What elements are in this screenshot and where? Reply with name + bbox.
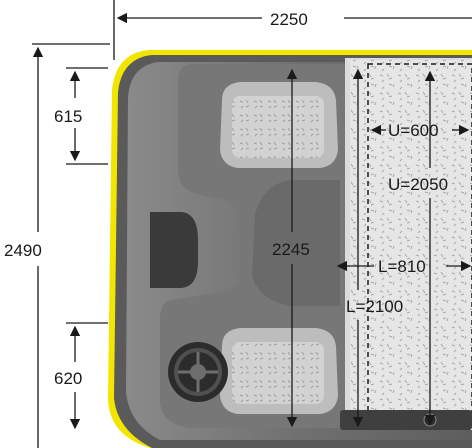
vehicle-body: [108, 50, 472, 448]
side-compartment: [150, 212, 198, 288]
front-seat: [220, 82, 338, 168]
cargo-length-lower-label: L=2100: [346, 297, 403, 316]
cargo-length-label: U=2050: [388, 175, 448, 194]
front-overhang-label: 615: [54, 107, 82, 126]
cargo-bed: [345, 58, 472, 430]
steering-wheel-icon: [168, 342, 228, 402]
rear-seat: [220, 328, 338, 414]
center-console: [252, 180, 340, 306]
dimension-lines: [32, 0, 472, 448]
interior-length-label: 2245: [272, 240, 310, 259]
rear-overhang-label: 620: [54, 369, 82, 388]
cargo-width-top-label: U=600: [388, 121, 439, 140]
total-width-label: 2250: [270, 10, 308, 29]
total-length-label: 2490: [4, 241, 42, 260]
cargo-width-label: L=810: [378, 257, 426, 276]
tail-bar: [340, 410, 472, 430]
